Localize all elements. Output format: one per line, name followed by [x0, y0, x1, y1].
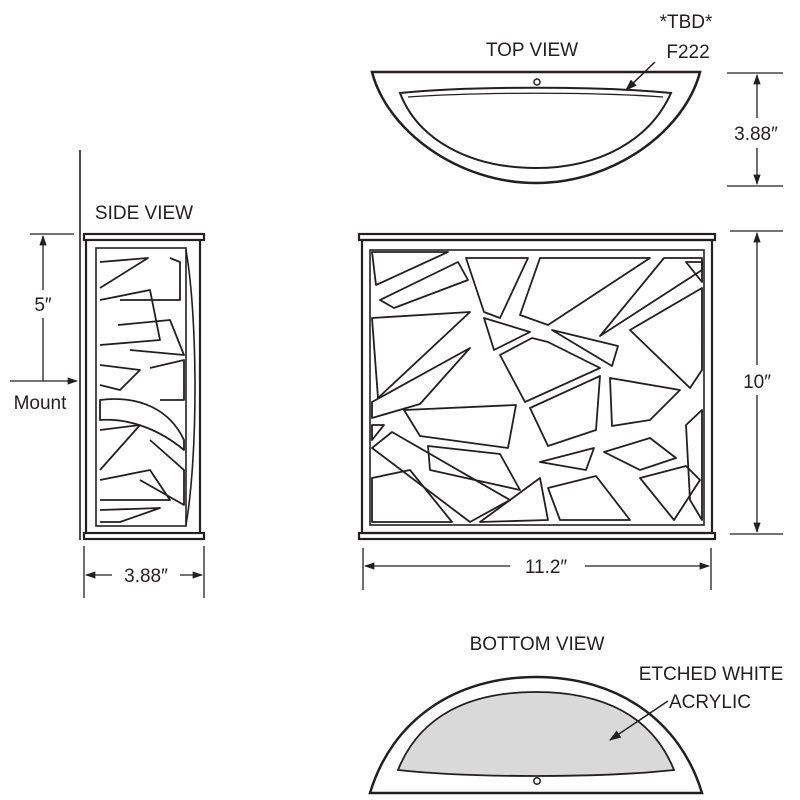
tbd-callout: *TBD* [660, 12, 713, 33]
mount-label: Mount [14, 393, 68, 414]
mount-offset-label: 5″ [34, 295, 52, 316]
front-view [357, 232, 717, 541]
top-view: TOP VIEW *TBD* F222 [370, 12, 713, 185]
material-callout-line2: ACRYLIC [669, 692, 751, 713]
bottom-view-label: BOTTOM VIEW [470, 634, 605, 655]
material-leader-arrow [609, 700, 669, 741]
part-leader-arrow [625, 61, 656, 91]
bottom-view: BOTTOM VIEW ETCHED WHITE ACRYLIC [368, 634, 784, 795]
side-depth-dimension: 3.88″ [83, 546, 205, 598]
top-view-inner-lens [398, 86, 673, 170]
front-height-label: 10″ [743, 372, 771, 393]
bottom-view-acrylic-lens [396, 691, 676, 777]
side-bottom-cap [82, 531, 206, 541]
front-width-label: 11.2″ [525, 557, 568, 578]
side-depth-label: 3.88″ [124, 566, 168, 587]
bottom-view-mount-hole [533, 777, 541, 785]
side-body-outline [84, 240, 202, 533]
side-view: SIDE VIEW [79, 150, 206, 541]
side-top-cap [82, 232, 206, 242]
side-panel-inner [95, 247, 187, 527]
top-depth-label: 3.88″ [734, 124, 778, 145]
side-pattern [99, 257, 185, 523]
front-panel-outer [360, 238, 714, 535]
front-panel-inner [369, 249, 705, 526]
top-view-label: TOP VIEW [486, 40, 578, 61]
side-view-label: SIDE VIEW [95, 203, 193, 224]
part-number-callout: F222 [666, 42, 709, 63]
front-pattern [371, 251, 703, 523]
front-width-dimension: 11.2″ [362, 548, 712, 590]
bottom-view-outer-shell [368, 675, 704, 795]
top-view-outer-shell [370, 70, 702, 185]
side-curve-edge [185, 249, 196, 526]
mount-dimension: 5″ Mount [10, 233, 79, 414]
top-depth-dimension: 3.88″ [727, 72, 783, 187]
front-height-dimension: 10″ [730, 230, 783, 535]
material-callout-line1: ETCHED WHITE [639, 664, 784, 685]
top-view-lens-highlight [407, 92, 664, 98]
top-view-mount-hole [533, 78, 541, 86]
